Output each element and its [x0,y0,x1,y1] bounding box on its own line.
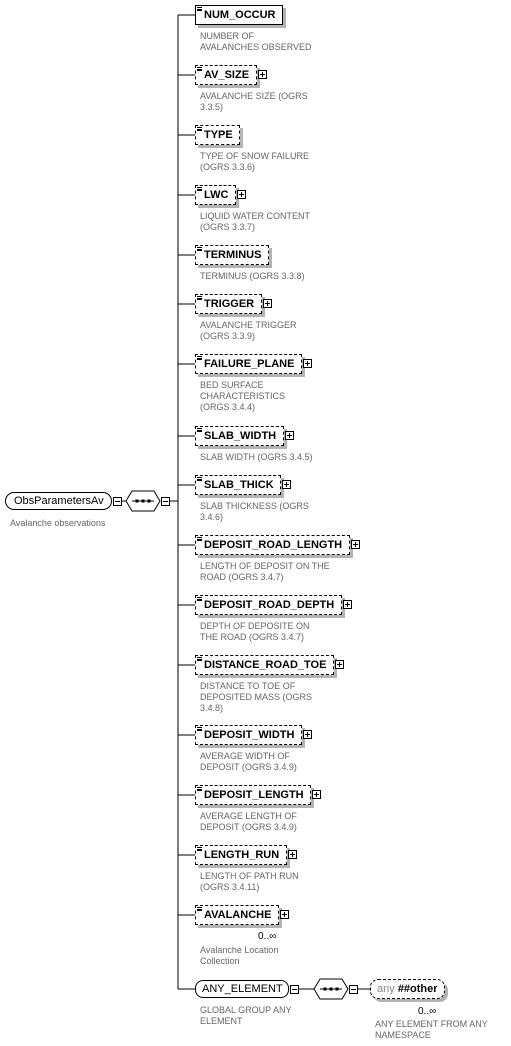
element-documentation: SLAB WIDTH (OGRS 3.4.5) [200,452,313,462]
any-sequence-collapse-icon[interactable] [349,985,358,994]
expand-icon[interactable] [282,480,291,489]
element-deposit-road-depth[interactable]: DEPOSIT_ROAD_DEPTH [195,595,342,615]
element-cardinality: 0..∞ [258,931,277,942]
element-label: DEPOSIT_ROAD_DEPTH [204,599,335,611]
expand-icon[interactable] [335,660,344,669]
element-type[interactable]: TYPE [195,125,240,145]
element-documentation: AVERAGE LENGTH OF DEPOSIT (OGRS 3.4.9) [200,811,297,832]
element-documentation: DISTANCE TO TOE OF DEPOSITED MASS (OGRS … [200,681,313,713]
root-collapse-icon[interactable] [113,497,122,506]
wildcard-documentation: ANY ELEMENT FROM ANY NAMESPACE [375,1019,488,1040]
element-content-icon [197,247,202,251]
root-element[interactable]: ObsParametersAv [5,492,112,510]
element-documentation: Avalanche Location Collection [200,945,279,966]
expand-icon[interactable] [343,600,352,609]
element-content-icon [197,67,202,71]
element-failure-plane[interactable]: FAILURE_PLANE [195,354,302,374]
any-element-collapse-icon[interactable] [290,985,299,994]
expand-icon[interactable] [312,790,321,799]
expand-icon[interactable] [237,190,246,199]
any-sequence-compositor-dot-0 [323,987,327,991]
element-documentation: BED SURFACE CHARACTERISTICS (ORGS 3.4.4) [200,380,286,412]
element-documentation: SLAB THICKNESS (OGRS 3.4.6) [200,501,309,522]
element-content-icon [197,597,202,601]
element-label: DISTANCE_ROAD_TOE [204,659,327,671]
root-documentation: Avalanche observations [10,518,106,528]
element-trigger[interactable]: TRIGGER [195,294,262,314]
element-content-icon [197,127,202,131]
main-sequence-collapse-icon[interactable] [161,497,170,506]
main-sequence-compositor-dot-1 [141,499,145,503]
element-label: SLAB_WIDTH [204,430,277,442]
any-sequence-compositor-dot-1 [329,987,333,991]
element-documentation: LENGTH OF PATH RUN (OGRS 3.4.11) [200,871,299,892]
expand-icon[interactable] [258,70,267,79]
expand-icon[interactable] [288,850,297,859]
wildcard-cardinality: 0..∞ [418,1006,437,1017]
element-label: DEPOSIT_ROAD_LENGTH [204,539,343,551]
element-label: TRIGGER [204,298,255,310]
element-documentation: NUMBER OF AVALANCHES OBSERVED [200,31,312,52]
element-content-icon [197,787,202,791]
element-distance-road-toe[interactable]: DISTANCE_ROAD_TOE [195,655,334,675]
element-av-size[interactable]: AV_SIZE [195,65,257,85]
element-label: AVALANCHE [204,909,272,921]
element-label: TERMINUS [204,249,262,261]
element-label: AV_SIZE [204,69,250,81]
wildcard-keyword: any [377,983,395,995]
element-documentation: TYPE OF SNOW FAILURE (OGRS 3.3.6) [200,151,310,172]
expand-icon[interactable] [263,299,272,308]
any-other-wildcard[interactable]: any ##other [370,979,445,999]
expand-icon[interactable] [303,359,312,368]
element-label: DEPOSIT_WIDTH [204,729,295,741]
element-label: FAILURE_PLANE [204,358,295,370]
element-content-icon [197,537,202,541]
element-slab-thick[interactable]: SLAB_THICK [195,475,281,495]
element-terminus[interactable]: TERMINUS [195,245,269,265]
any-element-group[interactable]: ANY_ELEMENT [195,980,289,998]
element-content-icon [197,428,202,432]
element-documentation: LENGTH OF DEPOSIT ON THE ROAD (OGRS 3.4.… [200,561,330,582]
element-documentation: DEPTH OF DEPOSITE ON THE ROAD (OGRS 3.4.… [200,621,310,642]
element-content-icon [197,657,202,661]
element-label: SLAB_THICK [204,479,274,491]
element-content-icon [197,907,202,911]
expand-icon[interactable] [285,431,294,440]
element-content-icon [197,727,202,731]
any-element-documentation: GLOBAL GROUP ANY ELEMENT [200,1005,292,1026]
element-length-run[interactable]: LENGTH_RUN [195,845,287,865]
element-label: DEPOSIT_LENGTH [204,789,304,801]
element-content-icon [197,356,202,360]
element-label: TYPE [204,129,233,141]
element-documentation: AVALANCHE TRIGGER (OGRS 3.3.9) [200,320,297,341]
element-content-icon [197,296,202,300]
element-documentation: AVALANCHE SIZE (OGRS 3.3.5) [200,91,308,112]
element-documentation: LIQUID WATER CONTENT (OGRS 3.3.7) [200,211,310,232]
element-lwc[interactable]: LWC [195,185,236,205]
element-slab-width[interactable]: SLAB_WIDTH [195,426,284,446]
element-content-icon [197,187,202,191]
main-sequence-compositor-dot-2 [147,499,151,503]
element-deposit-width[interactable]: DEPOSIT_WIDTH [195,725,302,745]
element-deposit-road-length[interactable]: DEPOSIT_ROAD_LENGTH [195,535,350,555]
element-label: LENGTH_RUN [204,849,280,861]
expand-icon[interactable] [303,730,312,739]
element-deposit-length[interactable]: DEPOSIT_LENGTH [195,785,311,805]
element-documentation: TERMINUS (OGRS 3.3.8) [200,271,305,281]
element-content-icon [197,477,202,481]
wildcard-namespace: ##other [397,983,438,995]
main-sequence-compositor-dot-0 [135,499,139,503]
element-documentation: AVERAGE WIDTH OF DEPOSIT (OGRS 3.4.9) [200,751,297,772]
expand-icon[interactable] [351,540,360,549]
expand-icon[interactable] [280,910,289,919]
element-num-occur[interactable]: NUM_OCCUR [195,5,283,25]
element-content-icon [197,847,202,851]
element-label: LWC [204,189,229,201]
element-content-icon [197,7,202,11]
element-avalanche[interactable]: AVALANCHE [195,905,279,925]
any-sequence-compositor-dot-2 [335,987,339,991]
element-label: NUM_OCCUR [204,9,276,21]
